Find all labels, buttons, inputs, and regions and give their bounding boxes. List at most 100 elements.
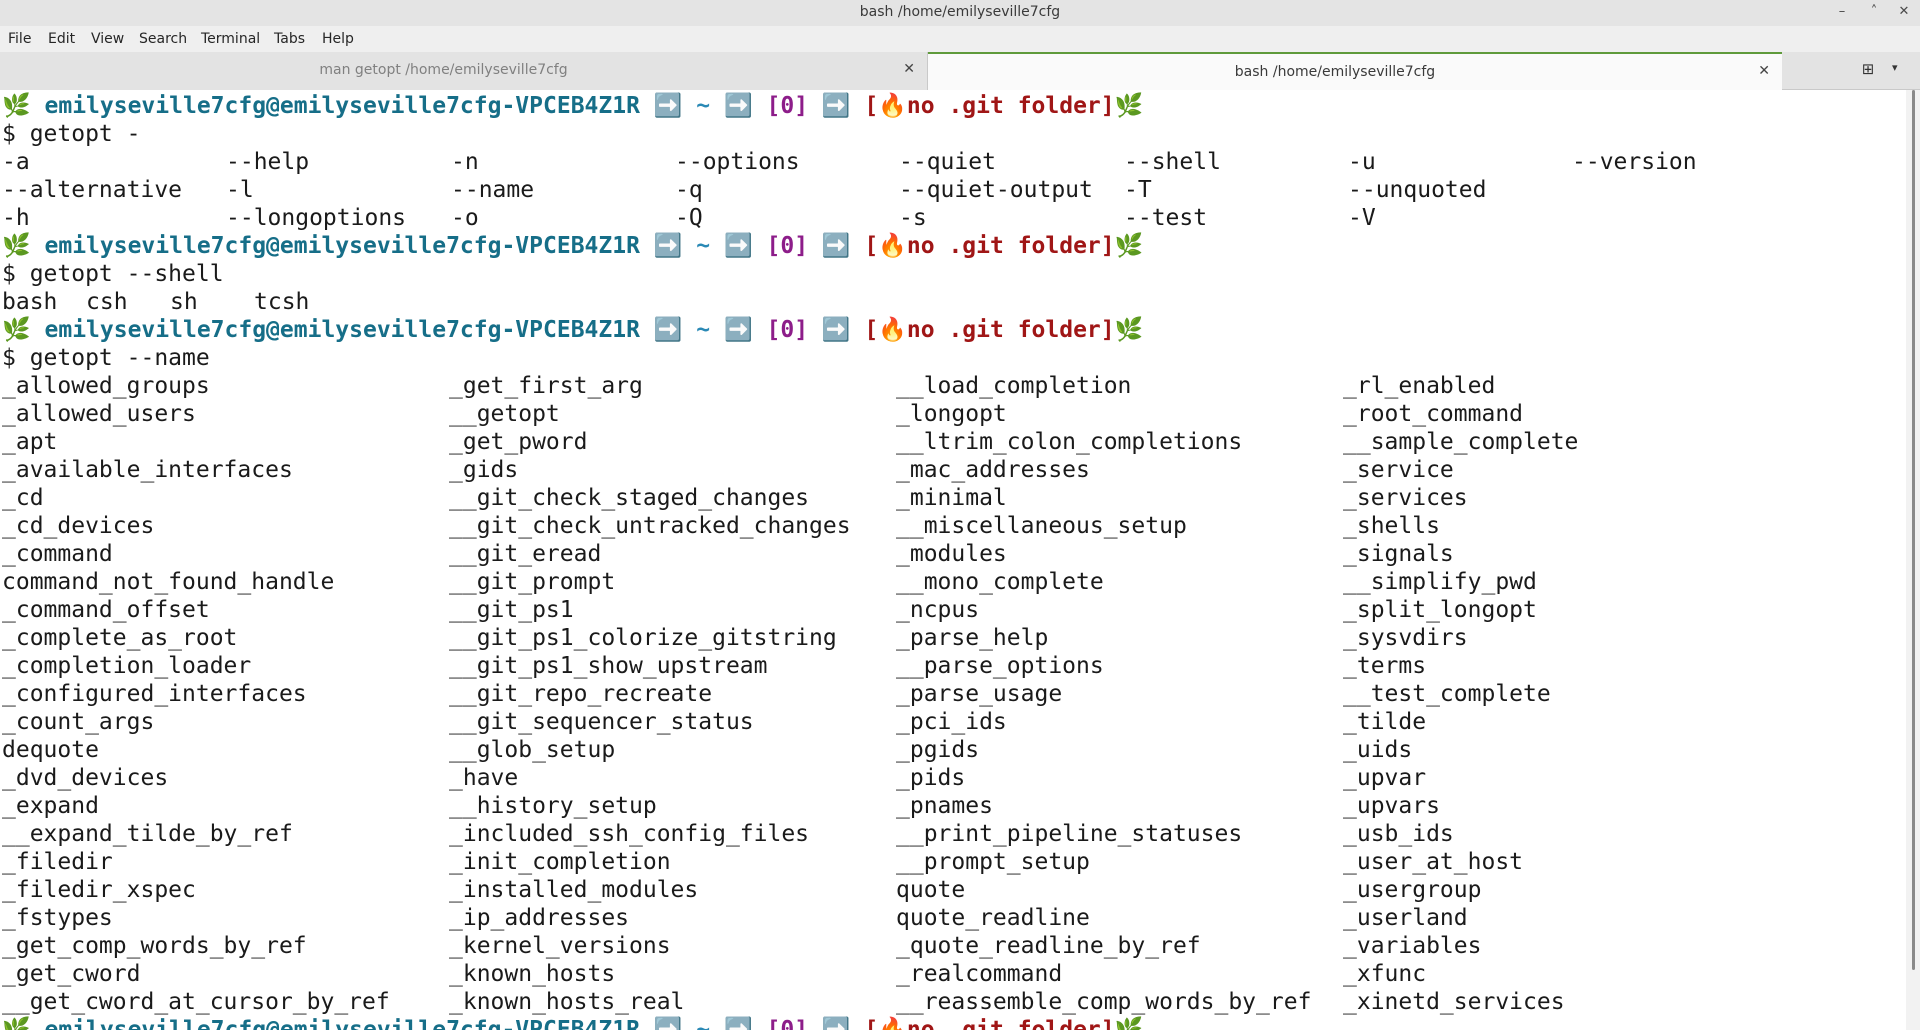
output-cell: bash	[2, 289, 58, 315]
menu-bar: File Edit View Search Terminal Tabs Help	[0, 26, 1920, 52]
output-cell: _included_ssh_config_files	[449, 821, 810, 847]
leaf-icon: 🌿	[1114, 317, 1144, 343]
tab-bash[interactable]: bash /home/emilyseville7cfg ✕	[928, 52, 1782, 90]
output-cell: _gids	[449, 457, 519, 483]
output-cell: __mono_complete	[896, 569, 1104, 595]
output-cell: --alternative	[2, 177, 183, 203]
prompt-space	[753, 1017, 767, 1030]
prompt-git-bracket: [	[864, 1017, 879, 1030]
arrow-right-icon: ➡️	[821, 93, 851, 119]
output-cell: _variables	[1343, 933, 1482, 959]
menu-tabs[interactable]: Tabs	[274, 31, 305, 47]
output-cell: -Q	[675, 205, 703, 231]
maximize-button[interactable]: ˄	[1870, 4, 1878, 19]
command-line: $ getopt --shell	[2, 260, 224, 288]
output-cell: _pci_ids	[896, 709, 1007, 735]
output-cell: _filedir	[2, 849, 113, 875]
terminal-scrollbar[interactable]	[1906, 90, 1920, 1030]
prompt-git-status: no .git folder]	[906, 233, 1115, 259]
output-cell: __reassemble_comp_words_by_ref	[896, 989, 1312, 1015]
output-cell: _modules	[896, 541, 1007, 567]
tab-close-icon[interactable]: ✕	[903, 61, 915, 77]
prompt-space	[710, 1017, 724, 1030]
arrow-right-icon: ➡️	[821, 233, 851, 259]
prompt-user-host: emilyseville7cfg@emilyseville7cfg-VPCEB4…	[44, 233, 640, 259]
prompt-space	[753, 233, 767, 259]
output-cell: _allowed_groups	[2, 373, 210, 399]
output-cell: _ncpus	[896, 597, 980, 623]
output-cell: __prompt_setup	[896, 849, 1090, 875]
command-text: $ getopt -	[2, 121, 141, 147]
prompt-user-host: emilyseville7cfg@emilyseville7cfg-VPCEB4…	[44, 93, 640, 119]
menu-help[interactable]: Help	[322, 31, 354, 47]
output-cell: _usergroup	[1343, 877, 1482, 903]
output-cell: _upvars	[1343, 793, 1440, 819]
prompt-user-host: emilyseville7cfg@emilyseville7cfg-VPCEB4…	[44, 317, 640, 343]
tab-close-icon[interactable]: ✕	[1758, 63, 1770, 79]
tab-label: man getopt /home/emilyseville7cfg	[319, 62, 568, 78]
output-cell: _apt	[2, 429, 58, 455]
prompt-line: 🌿 emilyseville7cfg@emilyseville7cfg-VPCE…	[2, 316, 1143, 344]
prompt-space	[31, 317, 45, 343]
menu-terminal[interactable]: Terminal	[201, 31, 261, 47]
fire-icon: 🔥	[878, 1017, 907, 1030]
arrow-right-icon: ➡️	[724, 1017, 753, 1030]
tab-menu-chevron-down-icon[interactable]: ▾	[1892, 61, 1898, 74]
output-cell: --help	[226, 149, 310, 175]
prompt-space	[31, 93, 45, 119]
command-line: $ getopt --name	[2, 344, 210, 372]
scrollbar-thumb[interactable]	[1912, 90, 1915, 970]
output-cell: _kernel_versions	[449, 933, 671, 959]
output-cell: _completion_loader	[2, 653, 252, 679]
new-tab-icon[interactable]: ⊞	[1861, 60, 1875, 78]
prompt-space	[808, 1017, 822, 1030]
output-cell: _sysvdirs	[1343, 625, 1468, 651]
window-titlebar[interactable]: bash /home/emilyseville7cfg – ˄ ✕	[0, 0, 1920, 26]
arrow-right-icon: ➡️	[724, 317, 753, 343]
tab-label: bash /home/emilyseville7cfg	[1234, 64, 1436, 80]
prompt-space	[682, 1017, 696, 1030]
output-cell: __git_sequencer_status	[449, 709, 754, 735]
output-cell: __git_prompt	[449, 569, 616, 595]
menu-view[interactable]: View	[91, 31, 125, 47]
prompt-cwd: ~	[696, 93, 711, 119]
arrow-right-icon: ➡️	[653, 93, 683, 119]
output-cell: __git_ps1	[449, 597, 574, 623]
output-cell: quote	[896, 877, 966, 903]
output-cell: _fstypes	[2, 905, 113, 931]
prompt-cwd: ~	[696, 233, 711, 259]
fire-icon: 🔥	[878, 233, 907, 259]
output-cell: __git_ps1_colorize_gitstring	[449, 625, 837, 651]
output-cell: _complete_as_root	[2, 625, 238, 651]
window-title: bash /home/emilyseville7cfg	[859, 4, 1061, 20]
output-cell: _uids	[1343, 737, 1413, 763]
prompt-cwd: ~	[696, 1017, 711, 1030]
output-cell: _command	[2, 541, 113, 567]
output-cell: __parse_options	[896, 653, 1104, 679]
output-cell: __git_check_untracked_changes	[449, 513, 851, 539]
output-cell: quote_readline	[896, 905, 1090, 931]
arrow-right-icon: ➡️	[653, 317, 683, 343]
output-cell: _dvd_devices	[2, 765, 169, 791]
prompt-git-bracket: [	[864, 317, 879, 343]
output-cell: _parse_help	[896, 625, 1049, 651]
menu-edit[interactable]: Edit	[48, 31, 76, 47]
prompt-space	[31, 233, 45, 259]
output-cell: --quiet	[899, 149, 996, 175]
menu-file[interactable]: File	[8, 31, 32, 47]
fire-icon: 🔥	[878, 317, 907, 343]
tab-man-getopt[interactable]: man getopt /home/emilyseville7cfg ✕	[0, 52, 928, 90]
prompt-space	[808, 93, 822, 119]
arrow-right-icon: ➡️	[821, 317, 851, 343]
output-cell: -l	[226, 177, 254, 203]
terminal-output[interactable]: 🌿 emilyseville7cfg@emilyseville7cfg-VPCE…	[0, 90, 1906, 1030]
prompt-git-bracket: [	[864, 233, 879, 259]
output-cell: __get_cword_at_cursor_by_ref	[2, 989, 390, 1015]
output-cell: _get_comp_words_by_ref	[2, 933, 307, 959]
close-window-button[interactable]: ✕	[1898, 4, 1910, 19]
minimize-button[interactable]: –	[1838, 4, 1846, 19]
menu-search[interactable]: Search	[139, 31, 188, 47]
prompt-space	[808, 317, 822, 343]
prompt-cwd: ~	[696, 317, 711, 343]
output-cell: _pids	[896, 765, 966, 791]
